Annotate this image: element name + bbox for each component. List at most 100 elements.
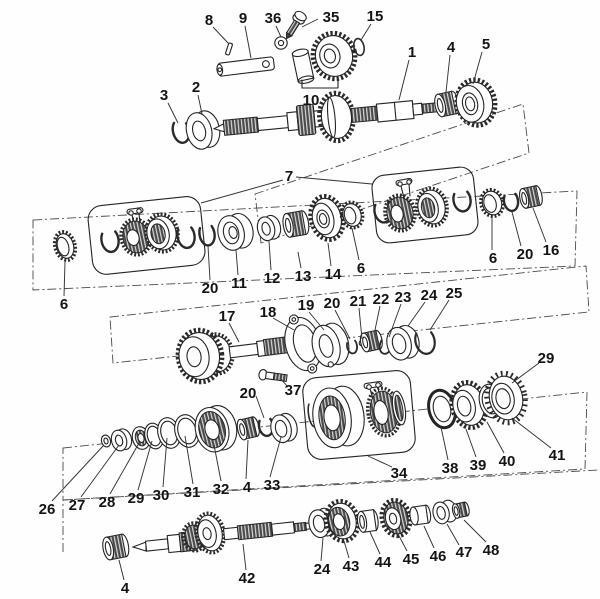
- gear-45: [379, 497, 413, 539]
- leader-line-4: [245, 439, 249, 480]
- callout-24: 24: [314, 561, 331, 578]
- callout-7: 7: [285, 168, 293, 185]
- frame-row3: [109, 265, 590, 364]
- callout-17: 17: [219, 308, 236, 325]
- leader-line-24: [320, 537, 324, 562]
- callout-20: 20: [517, 246, 534, 263]
- callout-13: 13: [295, 268, 312, 285]
- leader-line-33: [269, 436, 282, 478]
- row5-output-shaft: [102, 497, 470, 561]
- leader-line-27: [80, 444, 120, 498]
- bearing-48: [451, 501, 470, 519]
- snap-ring-20: [346, 337, 358, 355]
- snap-ring-15: [352, 37, 366, 57]
- callout-37: 37: [285, 382, 302, 399]
- lock-washer-29-41: [484, 370, 528, 426]
- callout-29: 29: [538, 350, 555, 367]
- leader-line-7: [200, 179, 284, 204]
- leader-line-34: [367, 455, 393, 468]
- leader-line-38: [440, 426, 449, 461]
- leader-line-39: [465, 428, 477, 458]
- callout-9: 9: [239, 10, 247, 27]
- leader-line-29: [137, 440, 153, 491]
- snap-ring-20: [198, 221, 216, 247]
- callout-27: 27: [69, 497, 86, 514]
- callout-38: 38: [442, 460, 459, 477]
- snap-ring-20: [502, 189, 520, 213]
- leader-line-31: [184, 435, 194, 485]
- callout-48: 48: [483, 542, 500, 559]
- leader-line-30: [162, 437, 168, 488]
- callout-43: 43: [343, 558, 360, 575]
- row1-countershaft: [171, 10, 498, 150]
- output-shaft-42: [131, 511, 314, 555]
- bearing-11: [217, 212, 254, 251]
- gear-43: [323, 498, 361, 544]
- callout-23: 23: [395, 289, 412, 306]
- leader-line-22: [374, 305, 381, 331]
- needle-bearing-13: [282, 210, 310, 238]
- idler-shaft-9: [216, 56, 275, 77]
- callout-42: 42: [239, 570, 256, 587]
- countershaft-1: [212, 90, 443, 144]
- callout-46: 46: [430, 548, 447, 565]
- synchro-ring-6-left: [52, 230, 78, 262]
- leader-line-15: [360, 23, 372, 41]
- ring-30: [157, 417, 181, 449]
- leader-line-40: [486, 421, 505, 454]
- speedo-gear-22: [359, 329, 383, 353]
- leader-line-47: [446, 523, 460, 546]
- leader-line-16: [532, 207, 547, 243]
- callout-20: 20: [240, 385, 257, 402]
- leader-line-42: [242, 543, 247, 571]
- leader-line-4: [118, 559, 125, 581]
- callout-16: 16: [543, 242, 560, 259]
- callout-3: 3: [160, 87, 168, 104]
- bolt-37: [258, 369, 288, 383]
- bearing-32: [194, 405, 238, 453]
- row4-mainshaft-stack: [100, 370, 528, 460]
- leader-line-45: [397, 533, 408, 552]
- callout-36: 36: [265, 10, 282, 27]
- snap-ring: [176, 222, 196, 250]
- leader-line-6: [351, 227, 360, 261]
- leader-line-18: [272, 317, 295, 331]
- leader-line-14: [327, 242, 332, 267]
- callout-6: 6: [357, 260, 365, 277]
- ring-33: [270, 412, 298, 444]
- callout-12: 12: [264, 270, 281, 287]
- bearing-race-2: [185, 110, 221, 150]
- leader-line-11: [235, 249, 239, 276]
- synchro-box-left: [87, 196, 206, 275]
- leader-line-7: [295, 176, 373, 185]
- snap-ring: [100, 226, 120, 254]
- leader-line-28: [109, 442, 140, 495]
- pin-8: [225, 42, 233, 56]
- row2-synchronizers: [52, 166, 543, 275]
- ring-27: [110, 428, 133, 452]
- callout-21: 21: [350, 293, 367, 310]
- needle-bearing-16: [518, 185, 543, 209]
- callout-1: 1: [408, 44, 416, 61]
- callout-8: 8: [205, 12, 213, 29]
- callout-29: 29: [128, 490, 145, 507]
- needle-bearing-4-bottom: [102, 533, 130, 561]
- reverse-idler-gear-10: [310, 30, 358, 82]
- leader-line-24: [407, 301, 426, 327]
- callout-24: 24: [421, 287, 438, 304]
- callout-22: 22: [373, 291, 390, 308]
- leader-line-48: [463, 519, 487, 543]
- leader-line-20: [207, 245, 211, 281]
- gasket-plate-18: [284, 314, 322, 374]
- callout-34: 34: [391, 465, 408, 482]
- leader-line-41: [511, 417, 552, 449]
- callout-39: 39: [470, 457, 487, 474]
- leader-line-29: [511, 362, 540, 384]
- callout-25: 25: [446, 285, 463, 302]
- collar-47: [432, 499, 458, 525]
- synchro-ring-6-mid: [339, 200, 365, 230]
- callout-6: 6: [60, 296, 68, 313]
- leader-line-6: [63, 261, 66, 297]
